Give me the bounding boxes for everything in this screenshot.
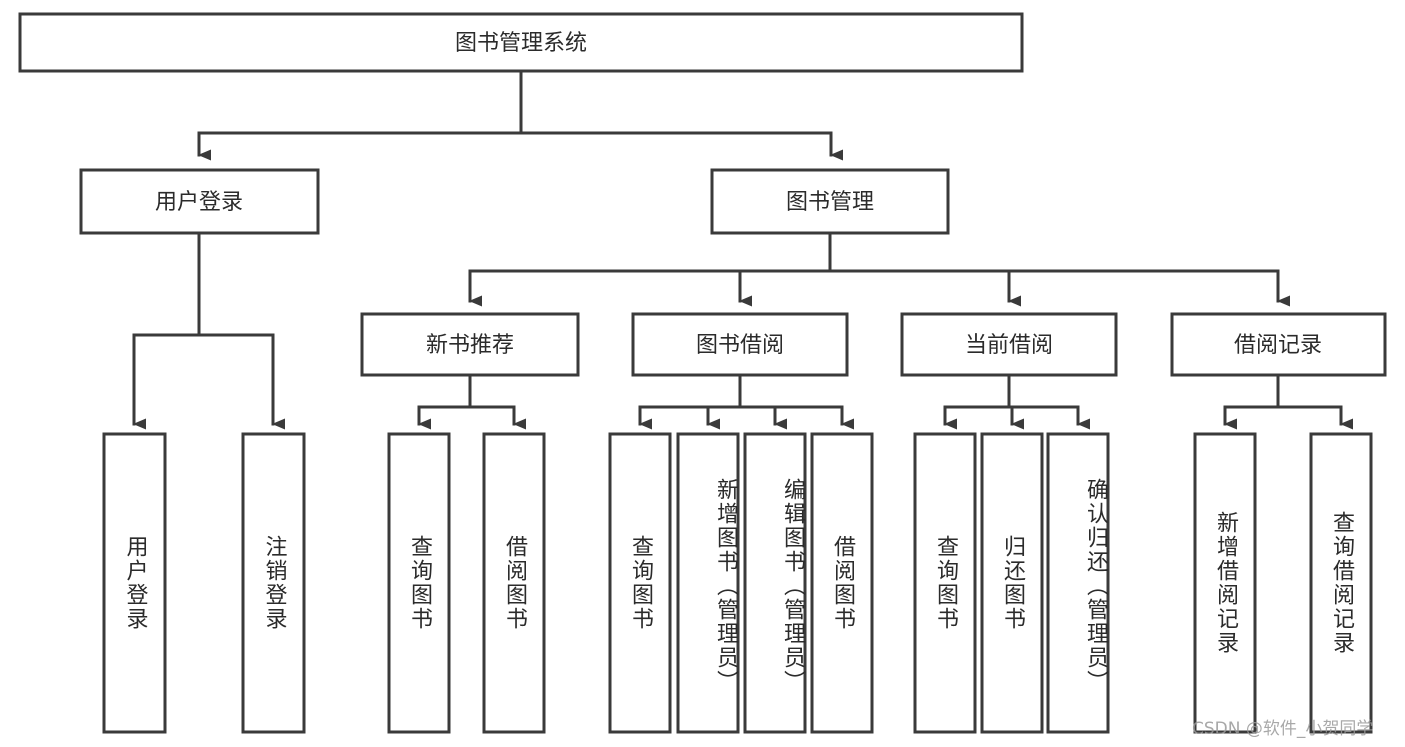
leaf-borrow-book-recommend[interactable] xyxy=(482,432,546,734)
leaf-add-book-admin[interactable] xyxy=(676,432,740,734)
connector-root-to-level1 xyxy=(197,69,843,161)
node-new-book-recommend-label: 新书推荐 xyxy=(426,333,514,358)
connector-newbook-to-leaves xyxy=(417,373,526,430)
leaf-query-borrow-record[interactable] xyxy=(1309,432,1373,734)
node-current-borrow-label: 当前借阅 xyxy=(965,333,1053,358)
node-borrow-record[interactable] xyxy=(1170,312,1387,377)
node-root-label: 图书管理系统 xyxy=(455,31,587,56)
leaf-logout[interactable] xyxy=(241,432,306,734)
leaf-return-book[interactable] xyxy=(980,432,1044,734)
leaf-edit-book-admin[interactable] xyxy=(743,432,807,734)
connector-borrowrecord-to-leaves xyxy=(1223,373,1353,430)
node-borrow-record-label: 借阅记录 xyxy=(1234,333,1322,358)
leaf-add-borrow-record[interactable] xyxy=(1193,432,1257,734)
leaf-query-book-borrow[interactable] xyxy=(608,432,672,734)
node-book-borrow-label: 图书借阅 xyxy=(696,333,784,358)
leaf-query-book-current[interactable] xyxy=(913,432,977,734)
node-new-book-recommend[interactable] xyxy=(360,312,580,377)
connector-bookmgmt-to-level2 xyxy=(468,231,1290,307)
node-user-login-label: 用户登录 xyxy=(155,190,243,215)
connector-bookborrow-to-leaves xyxy=(638,373,854,430)
node-current-borrow[interactable] xyxy=(900,312,1118,377)
leaf-query-book-recommend[interactable] xyxy=(387,432,451,734)
connector-userlogin-to-leaves xyxy=(132,231,285,430)
leaf-user-login[interactable] xyxy=(102,432,167,734)
leaf-borrow-book[interactable] xyxy=(810,432,874,734)
node-book-management[interactable] xyxy=(710,168,950,235)
node-book-management-label: 图书管理 xyxy=(786,190,874,215)
leaf-confirm-return-admin[interactable] xyxy=(1046,432,1110,734)
node-book-borrow[interactable] xyxy=(631,312,849,377)
node-root[interactable] xyxy=(18,12,1024,73)
connector-currentborrow-to-leaves xyxy=(943,373,1090,430)
node-user-login[interactable] xyxy=(79,168,320,235)
